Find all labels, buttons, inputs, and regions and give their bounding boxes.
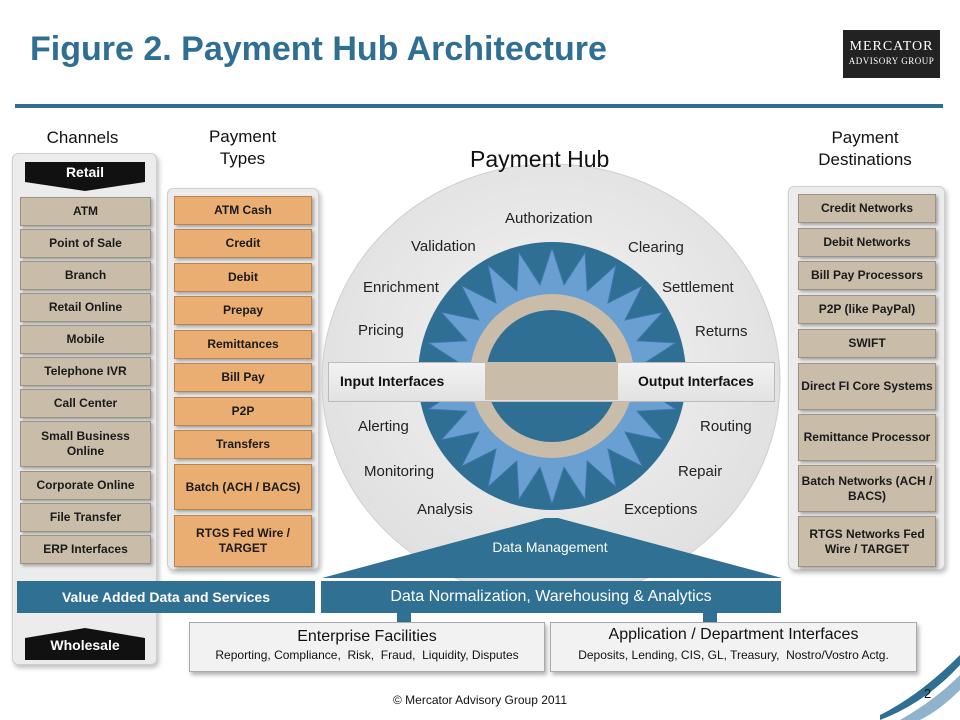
enterprise-facilities-title: Enterprise Facilities: [297, 628, 437, 645]
destination-item: Batch Networks (ACH / BACS): [798, 465, 936, 512]
data-normalization-bar: Data Normalization, Warehousing & Analyt…: [321, 581, 781, 613]
connector-left: [397, 613, 411, 623]
destination-item: Credit Networks: [798, 194, 936, 223]
hub-function-monitoring: Monitoring: [364, 463, 435, 480]
logo-line1: MERCATOR: [849, 39, 934, 54]
payment-type-item: Remittances: [174, 330, 312, 359]
channel-item: Call Center: [20, 389, 151, 418]
application-interfaces-title: Application / Department Interfaces: [608, 626, 859, 643]
hub-function-returns: Returns: [695, 323, 748, 340]
channel-item: ATM: [20, 197, 151, 226]
value-added-bar: Value Added Data and Services: [17, 581, 315, 613]
wholesale-label: Wholesale: [50, 637, 120, 653]
wholesale-arrow: [25, 628, 145, 660]
channel-item: Retail Online: [20, 293, 151, 322]
hub-function-analysis: Analysis: [417, 501, 473, 518]
application-interfaces-box: Application / Department Interfaces Depo…: [550, 622, 917, 672]
payment-type-item: Bill Pay: [174, 363, 312, 392]
channel-item: ERP Interfaces: [20, 535, 151, 564]
mercator-logo: MERCATOR ADVISORY GROUP: [843, 30, 940, 78]
channel-item: Point of Sale: [20, 229, 151, 258]
destination-item: RTGS Networks Fed Wire / TARGET: [798, 516, 936, 567]
channel-item: Branch: [20, 261, 151, 290]
payment-type-item: Batch (ACH / BACS): [174, 464, 312, 510]
destination-item: Bill Pay Processors: [798, 261, 936, 290]
output-interfaces-label: Output Interfaces: [638, 373, 754, 389]
hub-function-exceptions: Exceptions: [624, 501, 698, 518]
connector-right: [703, 613, 717, 623]
footer-copyright: © Mercator Advisory Group 2011: [392, 693, 568, 707]
enterprise-facilities-subtitle: Reporting, Compliance, Risk, Fraud, Liqu…: [215, 648, 519, 662]
corner-decoration: [880, 655, 960, 720]
payment-type-item: Prepay: [174, 296, 312, 325]
retail-arrow: [25, 162, 145, 191]
interfaces-band-center: [485, 362, 618, 400]
hub-function-authorization: Authorization: [505, 210, 593, 227]
payment-type-item: P2P: [174, 397, 312, 426]
destination-item: Debit Networks: [798, 228, 936, 257]
channel-item: File Transfer: [20, 503, 151, 532]
retail-label: Retail: [65, 164, 105, 180]
channel-item: Mobile: [20, 325, 151, 354]
payment-type-item: Debit: [174, 263, 312, 292]
hub-function-enrichment: Enrichment: [363, 279, 439, 296]
channels-heading: Channels: [46, 128, 119, 147]
payment-type-item: Credit: [174, 229, 312, 258]
input-interfaces-label: Input Interfaces: [340, 373, 445, 389]
channel-item: Telephone IVR: [20, 357, 151, 386]
application-interfaces-subtitle: Deposits, Lending, CIS, GL, Treasury, No…: [578, 648, 889, 662]
data-management-wedge: [322, 518, 782, 578]
destination-item: SWIFT: [798, 329, 936, 358]
payment-type-item: RTGS Fed Wire / TARGET: [174, 515, 312, 567]
logo-line2: ADVISORY GROUP: [848, 56, 935, 66]
enterprise-facilities-box: Enterprise Facilities Reporting, Complia…: [189, 622, 545, 672]
hub-function-routing: Routing: [700, 418, 752, 435]
payment-hub-title: Payment Hub: [470, 146, 610, 172]
hub-function-clearing: Clearing: [628, 239, 684, 256]
hub-function-validation: Validation: [411, 238, 476, 255]
hub-function-repair: Repair: [678, 463, 723, 480]
page-number: 2: [924, 686, 932, 701]
payment-type-item: ATM Cash: [174, 196, 312, 225]
destination-item: Remittance Processor: [798, 414, 936, 461]
hub-function-alerting: Alerting: [358, 418, 409, 435]
destination-item: P2P (like PayPal): [798, 295, 936, 324]
hub-function-pricing: Pricing: [358, 322, 404, 339]
payment-types-heading: Payment Types: [208, 127, 277, 168]
hub-function-settlement: Settlement: [662, 279, 734, 296]
payment-destinations-heading: Payment Destinations: [818, 128, 912, 169]
payment-type-item: Transfers: [174, 430, 312, 459]
channel-item: Small Business Online: [20, 421, 151, 467]
title-divider: [15, 104, 943, 108]
destination-item: Direct FI Core Systems: [798, 363, 936, 410]
page-title: Figure 2. Payment Hub Architecture: [30, 30, 607, 68]
data-management-label: Data Management: [492, 539, 608, 555]
channel-item: Corporate Online: [20, 471, 151, 500]
